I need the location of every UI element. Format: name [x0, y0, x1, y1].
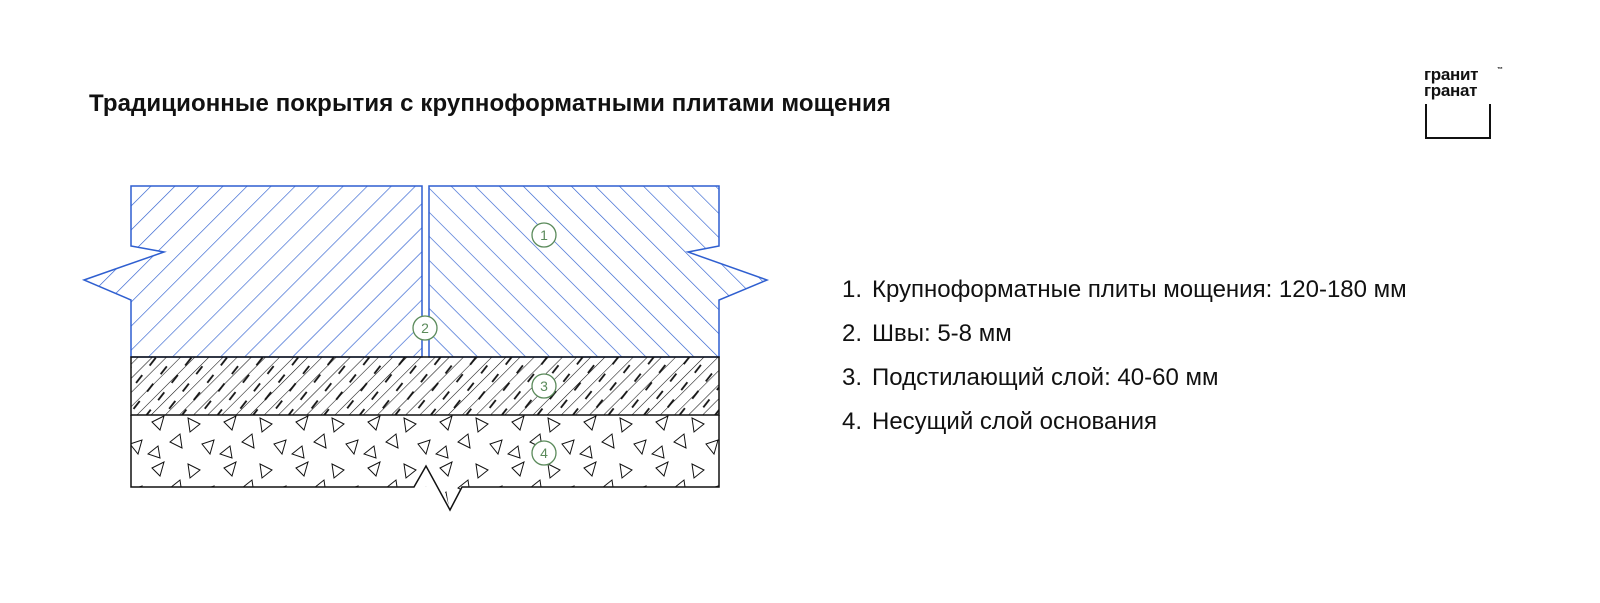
callout-1: 1: [531, 222, 557, 248]
logo-bracket: [1425, 104, 1491, 139]
legend-item-number: 1.: [842, 276, 863, 303]
legend-item-number: 3.: [842, 364, 863, 391]
logo-line-2: гранат: [1424, 81, 1478, 100]
svg-text:4: 4: [540, 445, 548, 461]
brand-logo: гранит гранат ™: [1424, 66, 1504, 142]
legend-item: 4. Несущий слой основания: [842, 400, 1407, 444]
logo-line-1: гранит: [1424, 65, 1479, 84]
legend-item-text: Несущий слой основания: [872, 408, 1158, 435]
callout-3: 3: [531, 373, 557, 399]
svg-text:3: 3: [540, 378, 548, 394]
callout-4: 4: [531, 440, 557, 466]
logo-trademark: ™: [1497, 67, 1503, 73]
pavement-cross-section-diagram: 1 2 3 4: [81, 185, 770, 512]
callout-2: 2: [412, 315, 438, 341]
legend-item: 1. Крупноформатные плиты мощения: 120-180…: [842, 268, 1407, 312]
legend-item: 2. Швы: 5-8 мм: [842, 312, 1407, 356]
base-layer: [130, 415, 720, 512]
svg-text:2: 2: [421, 320, 429, 336]
layers-legend: 1. Крупноформатные плиты мощения: 120-180…: [842, 268, 1407, 444]
legend-item: 3. Подстилающий слой: 40-60 мм: [842, 356, 1407, 400]
svg-text:1: 1: [540, 227, 548, 243]
left-paving-slab: [81, 185, 423, 358]
legend-item-number: 4.: [842, 408, 863, 435]
page-title: Традиционные покрытия с крупноформатными…: [89, 90, 892, 117]
legend-item-text: Крупноформатные плиты мощения: 120-180 м…: [872, 276, 1407, 303]
bedding-layer: [130, 356, 720, 416]
legend-item-text: Швы: 5-8 мм: [872, 320, 1012, 347]
legend-item-text: Подстилающий слой: 40-60 мм: [872, 364, 1219, 391]
legend-item-number: 2.: [842, 320, 863, 347]
right-paving-slab: [428, 185, 770, 358]
